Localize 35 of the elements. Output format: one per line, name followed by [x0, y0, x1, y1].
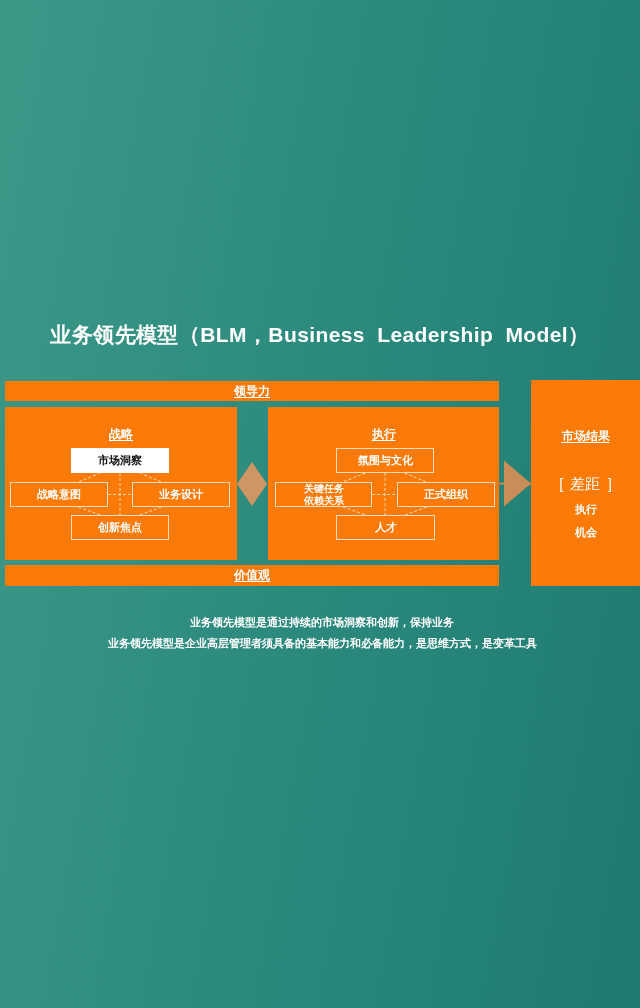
note-text: 业务领先模型是企业高层管理者须具备的基本能力和必备能力，是思维方式，是变革工具	[107, 636, 537, 651]
dashed-connector	[107, 494, 133, 495]
dashed-connector	[78, 506, 101, 516]
dashed-connector	[404, 506, 427, 516]
dashed-connector	[342, 506, 367, 516]
result-panel	[531, 380, 640, 586]
element-box: 战略意图	[10, 482, 108, 507]
top-band: 领导力	[5, 381, 499, 401]
dashed-connector	[119, 472, 121, 516]
chevron-arrow	[498, 460, 532, 507]
dashed-connector	[371, 494, 398, 495]
highlighted-element-box: 市场洞察	[71, 448, 169, 473]
dashed-connector	[342, 472, 366, 483]
note-text: 业务领先模型是通过持续的市场洞察和创新，保持业务	[190, 615, 454, 630]
dashed-connector	[78, 472, 101, 483]
section-heading: 战略	[109, 426, 133, 443]
section-panel	[268, 407, 499, 560]
gap-item: 机会	[574, 525, 597, 540]
dashed-connector	[384, 472, 386, 516]
element-box: 正式组织	[397, 482, 495, 507]
diagram-title: 业务领先模型（BLM，Business Leadership Model）	[49, 322, 591, 348]
element-box: 关键任务依赖关系	[275, 482, 372, 507]
dashed-connector	[139, 506, 162, 516]
element-box: 氛围与文化	[336, 448, 434, 473]
gap-item: 执行	[574, 502, 597, 517]
dashed-connector	[139, 472, 162, 483]
element-box: 创新焦点	[71, 515, 169, 540]
section-heading: 执行	[371, 426, 396, 443]
result-heading: 市场结果	[561, 428, 610, 445]
element-box: 业务设计	[132, 482, 230, 507]
bottom-band: 价值观	[5, 565, 499, 586]
dashed-connector	[404, 472, 427, 483]
element-box: 人才	[336, 515, 435, 540]
gap-label: [ 差距 ]	[559, 475, 612, 494]
section-panel	[5, 407, 237, 560]
